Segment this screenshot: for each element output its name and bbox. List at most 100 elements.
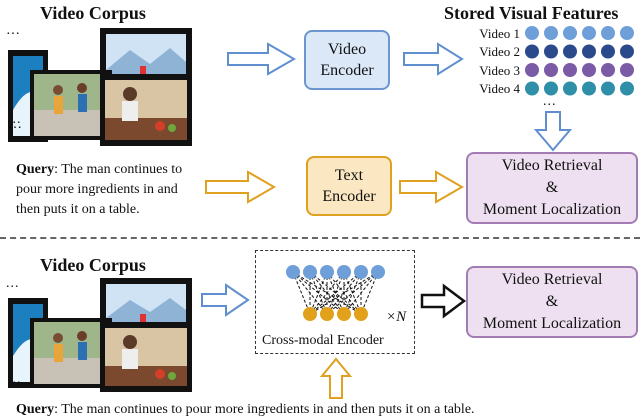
retrieval-box-top: Video Retrieval & Moment Localization — [466, 152, 638, 224]
video-encoder-line2: Encoder — [320, 62, 374, 79]
text-encoder-line1: Text — [334, 167, 364, 184]
network-edge — [360, 271, 379, 315]
feature-dot — [563, 26, 577, 40]
text-encoder-box: Text Encoder — [306, 156, 392, 216]
feature-dot — [601, 44, 615, 59]
arrow-to-features — [403, 42, 464, 76]
feature-dot — [582, 81, 596, 96]
video-encoder-box: Video Encoder — [304, 30, 390, 90]
feature-dot — [563, 44, 577, 59]
text-node — [303, 307, 317, 321]
network-edge — [309, 271, 362, 315]
top-query: Query: The man continues to pour more in… — [16, 160, 182, 220]
feature-dot — [582, 26, 596, 40]
arrow-to-retrieval-top — [399, 170, 465, 204]
retrieval-top-line2: & — [545, 179, 559, 196]
network-edge — [326, 271, 362, 315]
feature-dot — [582, 44, 596, 59]
visual-node — [286, 265, 300, 279]
features-ellipsis: ... — [543, 94, 557, 109]
feature-dot — [544, 81, 558, 96]
retrieval-bottom-line2: & — [545, 293, 559, 310]
film-frame-run — [30, 70, 112, 140]
corpus-ellipsis-bottom: ... — [8, 112, 22, 127]
feature-dot — [525, 81, 539, 96]
feature-dot — [525, 44, 539, 59]
feature-dots — [525, 26, 634, 96]
feature-dot — [563, 81, 577, 96]
feature-label-video-1: Video 1 — [479, 26, 520, 41]
visual-node — [303, 265, 317, 279]
network-edge — [309, 271, 379, 315]
network-edge — [309, 271, 362, 315]
visual-node — [354, 265, 368, 279]
film-frame-cook — [100, 74, 192, 146]
video-corpus-collage: … … — [6, 23, 192, 146]
retrieval-top-line3: Moment Localization — [482, 201, 622, 218]
visual-node — [320, 265, 334, 279]
feature-label-video-4: Video 4 — [479, 81, 520, 96]
section-divider — [0, 237, 640, 239]
feature-dot — [601, 63, 615, 77]
network-edge — [343, 271, 362, 315]
video-encoder-line1: Video — [327, 41, 367, 58]
feature-dot — [544, 26, 558, 40]
collage-ellipsis-top: … — [6, 23, 20, 38]
feature-dot — [620, 81, 634, 96]
network-edge — [343, 271, 379, 315]
video-corpus-title: Video Corpus — [40, 3, 146, 23]
visual-node — [337, 265, 351, 279]
network-edge — [326, 271, 345, 315]
cross-modal-network — [286, 265, 385, 321]
network-edge — [326, 271, 379, 315]
feature-label-video-2: Video 2 — [479, 44, 520, 59]
cross-modal-label: Cross-modal Encoder — [262, 333, 384, 348]
cross-modal-encoder-box — [255, 250, 415, 354]
feature-dot — [601, 81, 615, 96]
corpus-ellipsis-bottom-2: ... — [8, 372, 22, 387]
query-label-bottom: Query — [16, 402, 55, 417]
network-edge — [309, 271, 345, 315]
feature-dot — [620, 63, 634, 77]
text-node — [337, 307, 351, 321]
retrieval-top-line1: Video Retrieval — [501, 157, 603, 174]
times-n-label: ×N — [386, 309, 407, 325]
corpus-ellipsis-bottom-1: ... — [6, 276, 20, 291]
text-node — [320, 307, 334, 321]
arrow-up-to-cross-modal — [319, 357, 353, 399]
arrow-to-retrieval-bottom — [420, 283, 467, 319]
query-line-2: pour more ingredients in and — [16, 182, 178, 197]
query-text-bottom: : The man continues to pour more ingredi… — [54, 402, 475, 417]
feature-dot — [601, 26, 615, 40]
film-frame-cook-bottom — [100, 322, 192, 392]
arrow-to-text-encoder — [205, 170, 277, 204]
feature-dot — [620, 44, 634, 59]
feature-dot — [582, 63, 596, 77]
query-line-1: : The man continues to — [54, 162, 183, 177]
text-encoder-line2: Encoder — [322, 188, 376, 205]
feature-dot — [620, 26, 634, 40]
retrieval-box-bottom: Video Retrieval & Moment Localization — [466, 266, 638, 338]
feature-dot — [544, 63, 558, 77]
feature-dot — [525, 26, 539, 40]
video-corpus-collage-bottom — [8, 278, 192, 392]
collage-ellipsis-mid: … — [8, 117, 22, 132]
arrow-down-to-retrieval — [533, 111, 573, 152]
retrieval-bottom-line1: Video Retrieval — [501, 271, 603, 288]
feature-dot — [563, 63, 577, 77]
text-node — [354, 307, 368, 321]
network-edge — [292, 271, 311, 315]
feature-label-video-3: Video 3 — [479, 63, 520, 78]
network-edge — [309, 271, 328, 315]
feature-dot — [525, 63, 539, 77]
retrieval-bottom-line3: Moment Localization — [482, 315, 622, 332]
query-label-top: Query — [16, 162, 55, 177]
arrow-to-video-encoder — [227, 42, 297, 76]
stored-features-title: Stored Visual Features — [444, 3, 619, 23]
query-line-3: then puts it on a table. — [16, 202, 140, 217]
visual-node — [371, 265, 385, 279]
video-corpus-title-bottom: Video Corpus — [40, 255, 146, 275]
arrow-to-cross-modal — [201, 283, 250, 317]
bottom-query: Query: The man continues to pour more in… — [16, 400, 475, 420]
feature-dot — [544, 44, 558, 59]
